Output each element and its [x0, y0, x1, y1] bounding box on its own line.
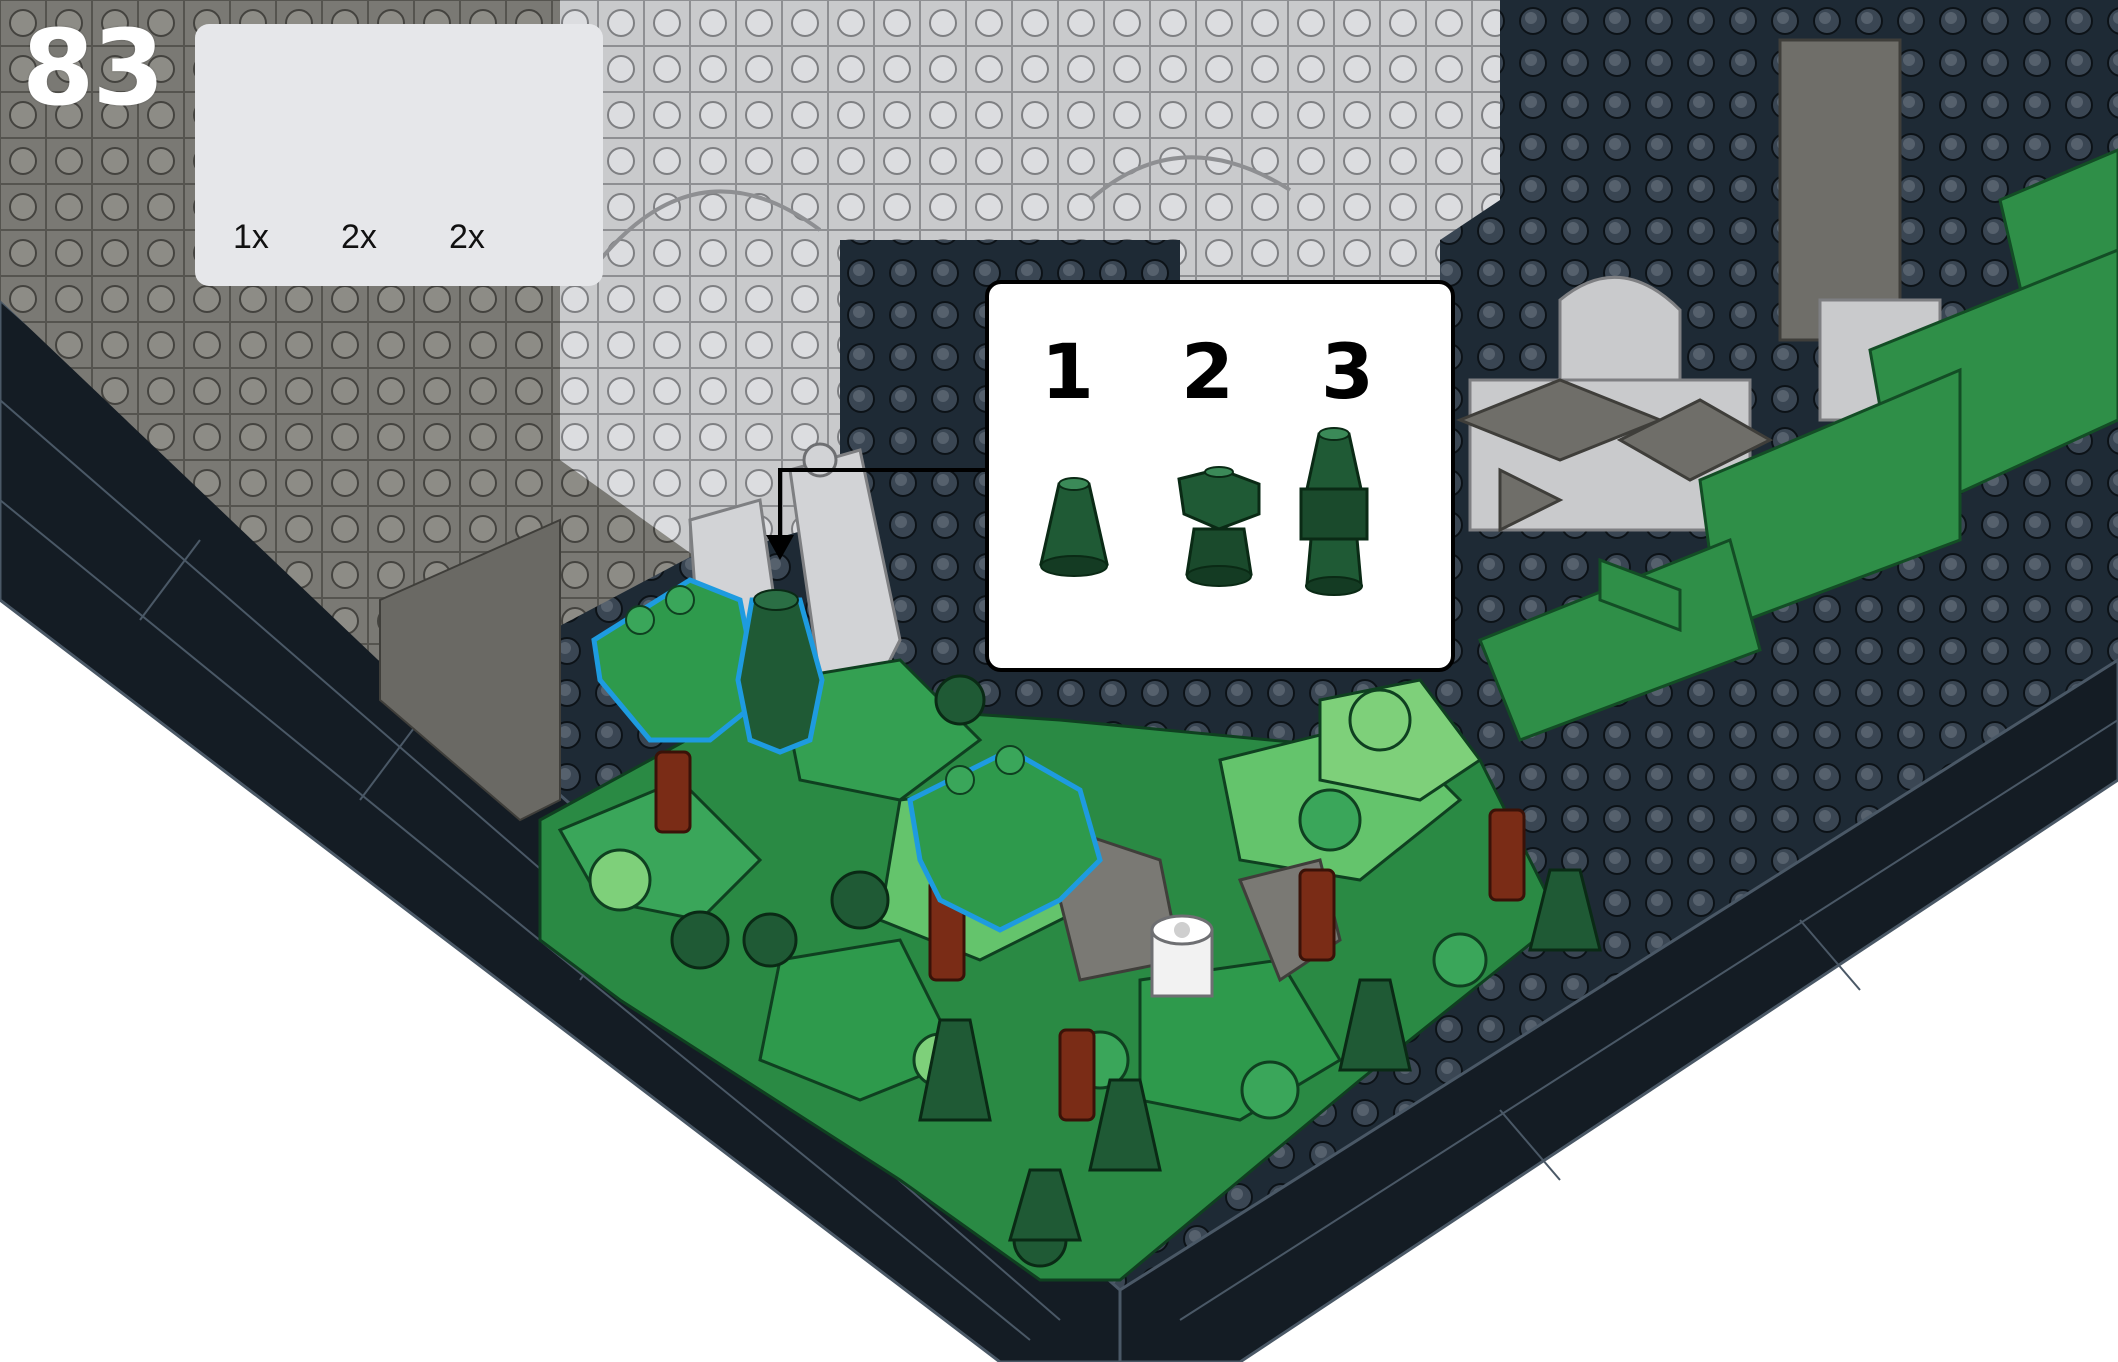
white-round-plate: [1152, 916, 1212, 996]
plate-on-cone-icon: [1179, 467, 1259, 586]
callout-drawings: [989, 284, 1451, 668]
part-count-plate: 1x: [233, 218, 269, 257]
step-number: 83: [22, 16, 163, 120]
parts-list-panel: 1x 2x 2x: [195, 24, 603, 286]
part-count-cone: 2x: [341, 218, 377, 257]
cone-icon: [1041, 478, 1107, 576]
part-count-slope: 2x: [449, 218, 485, 257]
sub-assembly-callout: 1 2 3: [985, 280, 1455, 672]
stacked-cone-icon: [1301, 428, 1367, 595]
